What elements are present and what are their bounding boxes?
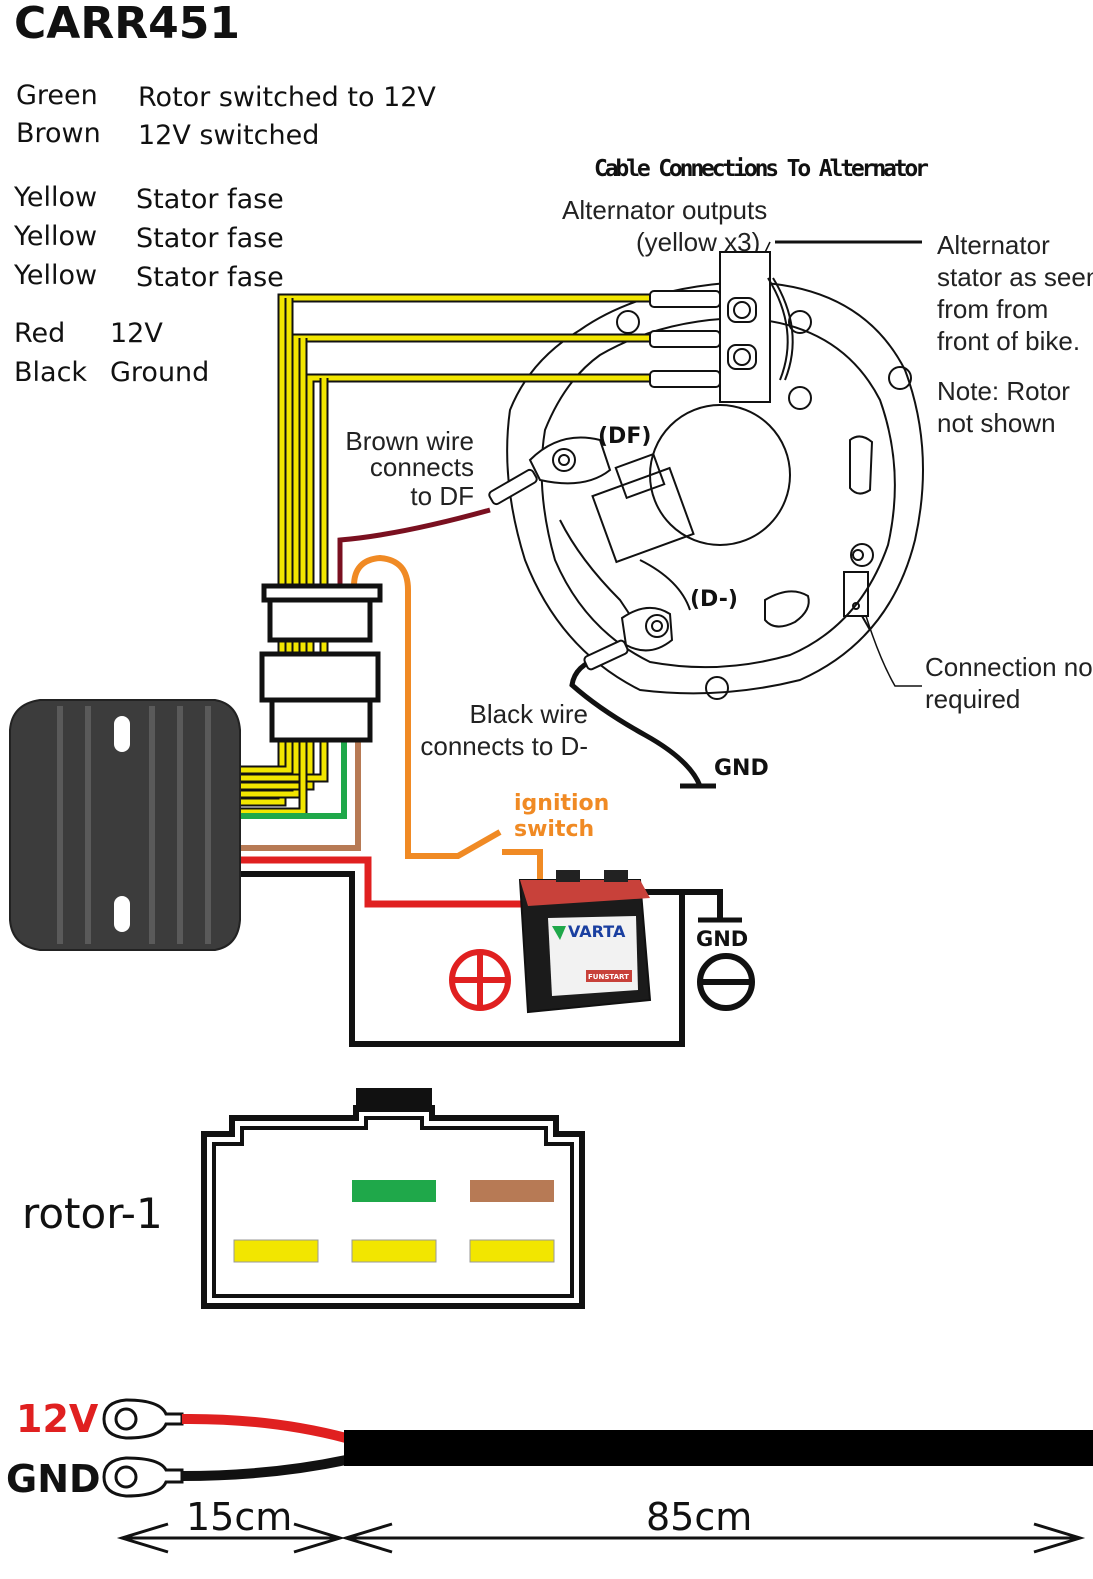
- df-lug: [488, 468, 538, 506]
- legend-desc-brown: 12V switched: [138, 120, 319, 151]
- harness-connector: [259, 583, 383, 743]
- alternator-heading: Cable Connections To Alternator: [594, 156, 929, 182]
- dminus-lug: [583, 639, 629, 671]
- ignition-label: ignition: [514, 791, 609, 816]
- yellow-wire-terminals: [649, 290, 721, 388]
- orange-ignition-wire: [351, 554, 502, 859]
- battery: VARTA FUNSTART: [518, 870, 652, 1014]
- power-cable: 12V GND: [6, 1397, 1093, 1501]
- dimension-arrows: [116, 1522, 1086, 1554]
- dimension-85cm: 85cm: [646, 1495, 752, 1539]
- stator-note-line: Alternator: [937, 230, 1050, 260]
- voltage-regulator: [9, 699, 241, 951]
- stator-note-line: front of bike.: [937, 326, 1080, 356]
- yellow-stator-wires: [240, 293, 652, 817]
- ignition-label: switch: [514, 817, 594, 842]
- alternator-outputs-label: Alternator outputs: [562, 195, 767, 225]
- dminus-label: (D-): [690, 587, 738, 612]
- legend-color-brown: Brown: [16, 118, 101, 149]
- connection-note: Connection not required: [925, 652, 1093, 714]
- black-ground-wire: [240, 871, 723, 1047]
- stator-note-line: from from: [937, 294, 1048, 324]
- brown-wire-to-df: [337, 507, 491, 586]
- plus-icon: [449, 949, 511, 1011]
- rotor-note-line: not shown: [937, 408, 1056, 438]
- battery-gnd-label: GND: [696, 927, 748, 951]
- cable-12v-label: 12V: [16, 1397, 99, 1441]
- stator-note-line: stator as seen: [937, 262, 1093, 292]
- legend-desc-yellow-2: Stator fase: [136, 223, 284, 254]
- rotor-note-line: Note: Rotor: [937, 376, 1070, 406]
- legend-desc-black: Ground: [110, 357, 209, 388]
- alternator-stator: [506, 251, 924, 700]
- legend-color-black: Black: [14, 357, 87, 388]
- cable-gnd-label: GND: [6, 1457, 101, 1501]
- black-wire-to-dminus: [569, 655, 703, 787]
- brown-wire: [240, 740, 361, 851]
- brown-wire-note-line: connects: [370, 452, 474, 482]
- pin-yellow: [469, 1239, 555, 1263]
- pin-brown: [470, 1180, 554, 1202]
- battery-brand: VARTA: [568, 922, 626, 941]
- green-wire: [240, 740, 347, 819]
- ring-terminal-icon: [102, 1398, 184, 1498]
- black-wire-note-line: Black wire: [470, 699, 588, 729]
- legend-desc-yellow-3: Stator fase: [136, 262, 284, 293]
- brown-wire-note-line: Brown wire: [345, 426, 474, 456]
- brown-wire-note-line: to DF: [410, 481, 474, 511]
- legend-color-red: Red: [14, 318, 65, 349]
- legend-color-yellow-3: Yellow: [13, 260, 97, 291]
- pin-green: [352, 1180, 436, 1202]
- stator-note: Alternator stator as seen from from fron…: [937, 230, 1093, 438]
- connector-label: rotor-1: [22, 1189, 163, 1238]
- brown-wire-note: Brown wire connects to DF: [345, 426, 474, 511]
- pin-yellow: [351, 1239, 437, 1263]
- connection-leader: [865, 615, 922, 687]
- black-wire-note: Black wire connects to D-: [420, 699, 588, 761]
- pin-yellow: [233, 1239, 319, 1263]
- df-label: (DF): [598, 424, 651, 449]
- legend-color-yellow-2: Yellow: [13, 221, 97, 252]
- legend-color-yellow-1: Yellow: [13, 182, 97, 213]
- red-wire: [240, 856, 534, 908]
- alt-gnd-label: GND: [714, 756, 769, 781]
- legend-desc-green: Rotor switched to 12V: [138, 82, 436, 113]
- wire-legend: Green Rotor switched to 12V Brown 12V sw…: [13, 80, 436, 388]
- black-wire-note-line: connects to D-: [420, 731, 588, 761]
- battery-sub: FUNSTART: [588, 973, 629, 981]
- connector-pinout: [201, 1088, 585, 1309]
- dimension-15cm: 15cm: [186, 1495, 292, 1539]
- legend-desc-yellow-1: Stator fase: [136, 184, 284, 215]
- legend-color-green: Green: [16, 80, 98, 111]
- minus-icon: [697, 953, 755, 1011]
- connection-note-line: required: [925, 684, 1020, 714]
- legend-desc-red: 12V: [110, 318, 163, 349]
- connection-note-line: Connection not: [925, 652, 1093, 682]
- page-title: CARR451: [14, 0, 240, 49]
